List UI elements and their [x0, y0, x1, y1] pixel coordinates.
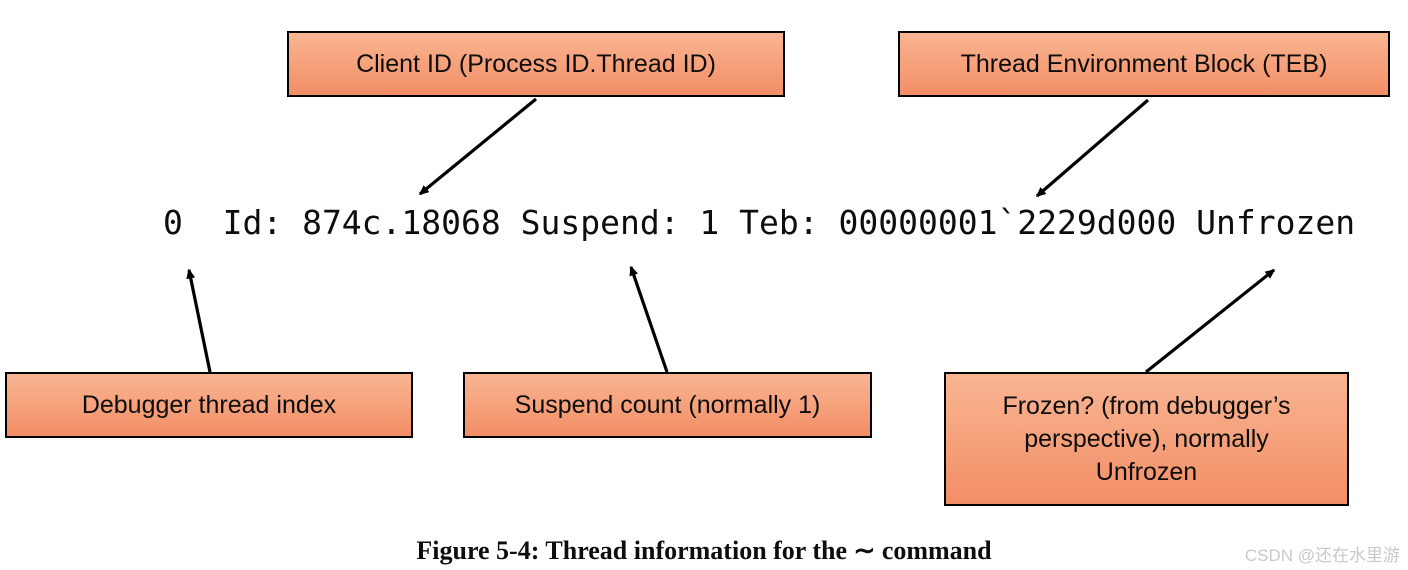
- arrow-client-id-to-output: [418, 97, 538, 196]
- callout-suspend-count-label: Suspend count (normally 1): [514, 390, 821, 419]
- debugger-output-line: 0 Id: 874c.18068 Suspend: 1 Teb: 0000000…: [163, 203, 1356, 242]
- callout-frozen-state-line-1: Frozen? (from debugger’s: [1002, 391, 1291, 420]
- callout-frozen-state: Frozen? (from debugger’s perspective), n…: [944, 372, 1349, 506]
- callout-client-id: Client ID (Process ID.Thread ID): [287, 31, 785, 97]
- figure-caption: Figure 5-4: Thread information for the ∼…: [416, 536, 992, 565]
- callout-frozen-state-line-3: Unfrozen: [1095, 457, 1198, 486]
- callout-client-id-label: Client ID (Process ID.Thread ID): [356, 49, 716, 78]
- arrow-suspend-count-to-output: [629, 265, 669, 373]
- callout-debugger-thread-index-label: Debugger thread index: [81, 390, 337, 419]
- callout-teb: Thread Environment Block (TEB): [898, 31, 1390, 97]
- callout-teb-label: Thread Environment Block (TEB): [960, 49, 1328, 78]
- arrow-thread-index-to-output: [186, 268, 212, 373]
- callout-frozen-state-line-2: perspective), normally: [1024, 424, 1269, 453]
- callout-debugger-thread-index: Debugger thread index: [5, 372, 413, 438]
- csdn-watermark: CSDN @还在水里游: [1244, 546, 1400, 565]
- arrow-teb-to-output: [1035, 98, 1150, 198]
- callout-suspend-count: Suspend count (normally 1): [463, 372, 872, 438]
- arrow-frozen-to-output: [1145, 268, 1276, 374]
